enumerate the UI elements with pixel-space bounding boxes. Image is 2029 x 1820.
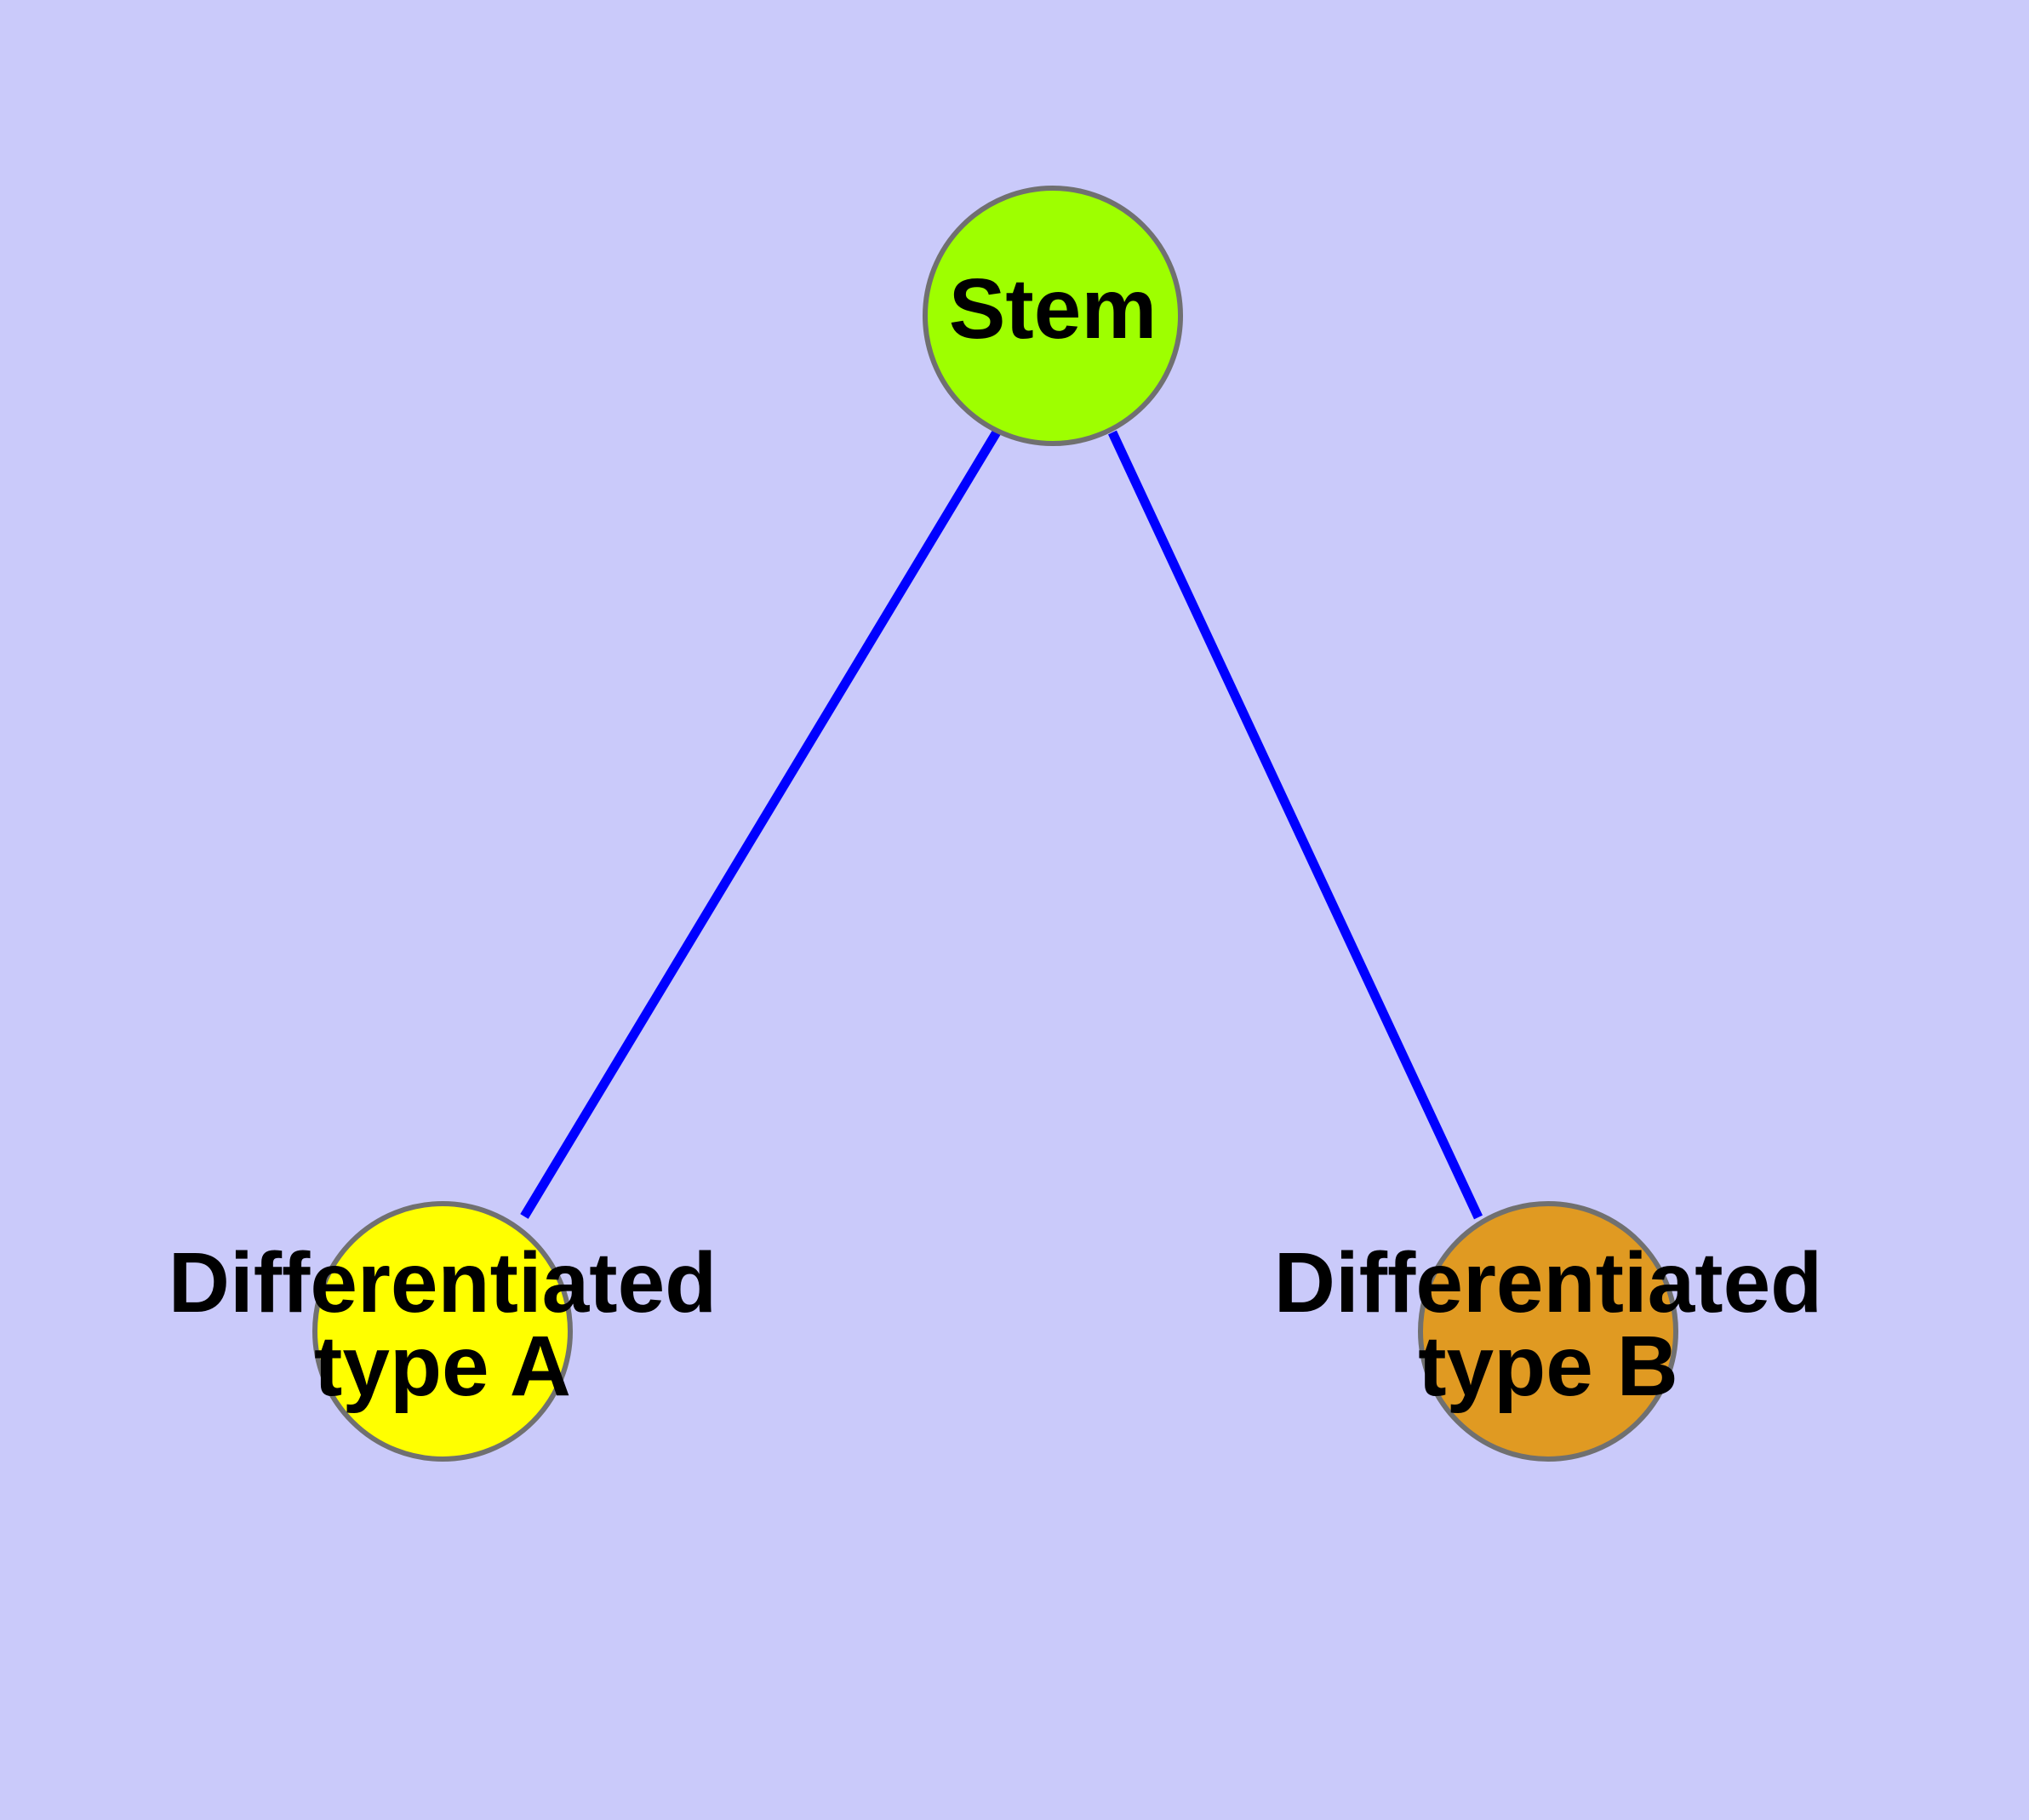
edge-stem-diff-a[interactable] [520, 428, 1002, 1219]
nodes-layer [312, 186, 1678, 1462]
node-label-line: Differentiated [1274, 1235, 1823, 1331]
node-label-line: Differentiated [169, 1235, 717, 1331]
node-label-line: Stem [949, 261, 1157, 357]
node-label-line: type B [1418, 1319, 1678, 1414]
node-diff-b[interactable] [1418, 1201, 1678, 1462]
node-label-stem: Stem [949, 261, 1157, 357]
edges-layer [520, 428, 1483, 1220]
edge-stem-diff-b[interactable] [1108, 430, 1483, 1220]
node-stem[interactable] [923, 186, 1183, 446]
node-label-line: type A [314, 1319, 571, 1414]
node-diff-a[interactable] [312, 1201, 573, 1462]
